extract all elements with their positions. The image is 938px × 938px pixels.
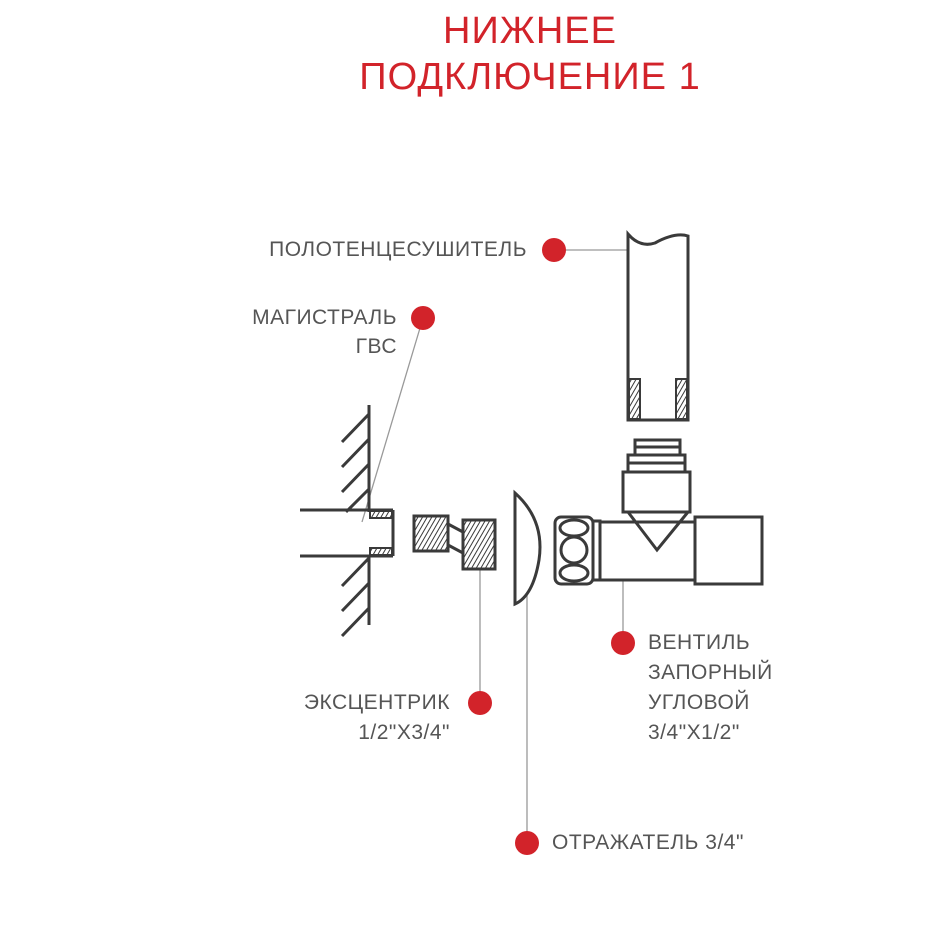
towel-dryer-pipe (626, 229, 690, 422)
angle-valve (553, 438, 764, 586)
marker-dots (411, 238, 635, 855)
dot-towel-dryer (542, 238, 566, 262)
title-line-2: ПОДКЛЮЧЕНИЕ 1 (359, 56, 701, 98)
dot-valve (611, 631, 635, 655)
main-pipe (300, 508, 395, 558)
label-valve-3: УГЛОВОЙ (648, 691, 750, 714)
leader-lines (361, 249, 630, 843)
label-valve-2: ЗАПОРНЫЙ (648, 661, 773, 684)
label-eccentric-1: ЭКСЦЕНТРИК (303, 691, 450, 714)
eccentric (412, 514, 497, 571)
label-valve-4: 3/4"X1/2" (648, 721, 740, 744)
dot-reflector (515, 831, 539, 855)
label-reflector: ОТРАЖАТЕЛЬ 3/4" (552, 831, 744, 854)
label-main-line-1: МАГИСТРАЛЬ (252, 306, 397, 329)
wall (340, 405, 371, 638)
label-main-line-2: ГВС (355, 335, 397, 358)
reflector (513, 489, 542, 607)
label-valve-1: ВЕНТИЛЬ (648, 631, 751, 654)
dot-eccentric (468, 691, 492, 715)
label-eccentric-2: 1/2"X3/4" (358, 721, 450, 744)
dot-main-line (411, 306, 435, 330)
title-line-1: НИЖНЕЕ (443, 10, 617, 52)
label-towel-dryer: ПОЛОТЕНЦЕСУШИТЕЛЬ (269, 238, 527, 261)
